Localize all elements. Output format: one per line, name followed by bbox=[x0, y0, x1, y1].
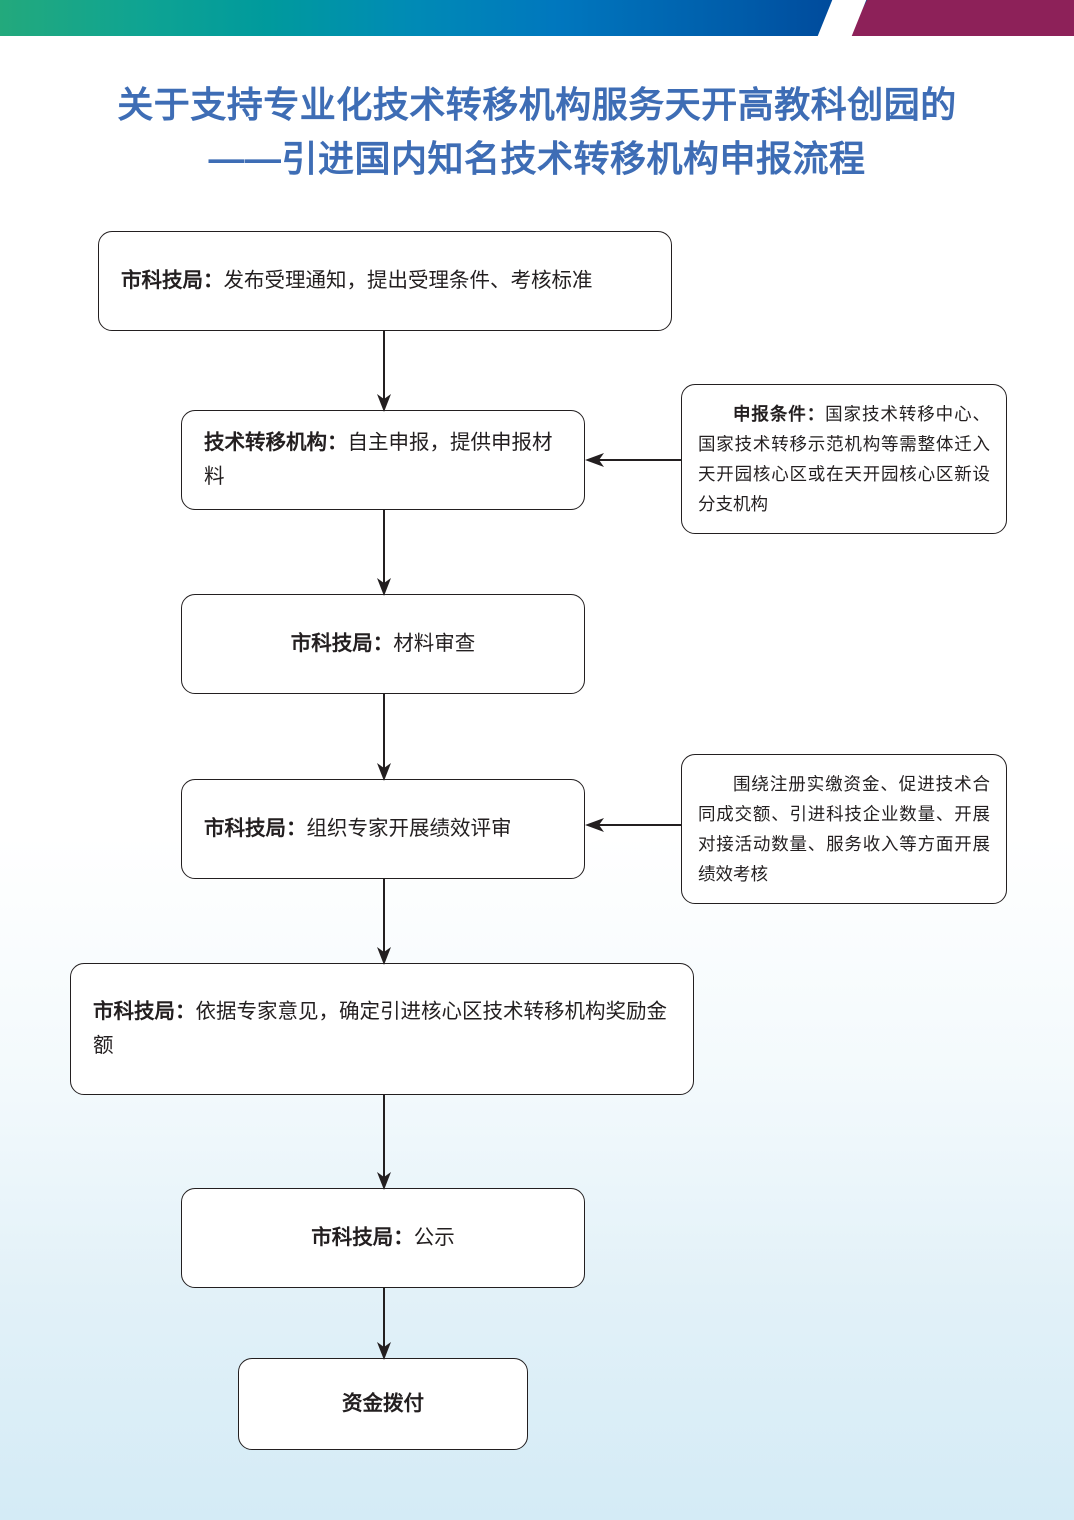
flow-node-n6-lead: 市科技局： bbox=[311, 1226, 414, 1249]
flow-node-n2[interactable]: 技术转移机构：自主申报，提供申报材料 bbox=[181, 410, 585, 510]
edge-n4-n5 bbox=[377, 879, 391, 965]
flow-node-n4-lead: 市科技局： bbox=[204, 817, 307, 840]
side-note-note2-body: 围绕注册实缴资金、促进技术合同成交额、引进科技企业数量、开展对接活动数量、服务收… bbox=[698, 774, 990, 884]
flow-node-n7-text: 资金拨付 bbox=[239, 1387, 527, 1421]
header-decorative-band bbox=[0, 0, 1074, 36]
flow-node-n6[interactable]: 市科技局：公示 bbox=[181, 1188, 585, 1288]
flow-node-n5-lead: 市科技局： bbox=[93, 1000, 196, 1023]
flow-node-n3-body: 材料审查 bbox=[393, 632, 476, 655]
edge-note2-n4 bbox=[585, 818, 681, 832]
side-note-note2-text: 围绕注册实缴资金、促进技术合同成交额、引进科技企业数量、开展对接活动数量、服务收… bbox=[682, 769, 1006, 889]
edge-n2-n3 bbox=[377, 510, 391, 596]
flow-node-n6-text: 市科技局：公示 bbox=[182, 1221, 584, 1255]
flow-node-n2-body: 自主申报，提供申报材料 bbox=[204, 431, 553, 488]
flow-node-n4[interactable]: 市科技局：组织专家开展绩效评审 bbox=[181, 779, 585, 879]
flow-node-n1[interactable]: 市科技局：发布受理通知，提出受理条件、考核标准 bbox=[98, 231, 672, 331]
page-title: 关于支持专业化技术转移机构服务天开高教科创园的 ——引进国内知名技术转移机构申报… bbox=[0, 78, 1074, 186]
side-note-note1-text: 申报条件：国家技术转移中心、国家技术转移示范机构等需整体迁入天开园核心区或在天开… bbox=[682, 399, 1006, 519]
flow-node-n1-body: 发布受理通知，提出受理条件、考核标准 bbox=[223, 269, 593, 292]
side-note-note1[interactable]: 申报条件：国家技术转移中心、国家技术转移示范机构等需整体迁入天开园核心区或在天开… bbox=[681, 384, 1007, 534]
side-note-note1-lead: 申报条件： bbox=[733, 404, 826, 424]
flow-node-n3[interactable]: 市科技局：材料审查 bbox=[181, 594, 585, 694]
edge-n3-n4 bbox=[377, 694, 391, 781]
flow-node-n3-lead: 市科技局： bbox=[290, 632, 394, 655]
flow-node-n5-text: 市科技局：依据专家意见，确定引进核心区技术转移机构奖励金额 bbox=[71, 995, 693, 1063]
flow-node-n4-body: 组织专家开展绩效评审 bbox=[306, 817, 512, 840]
flow-node-n2-text: 技术转移机构：自主申报，提供申报材料 bbox=[182, 426, 584, 494]
flow-node-n5[interactable]: 市科技局：依据专家意见，确定引进核心区技术转移机构奖励金额 bbox=[70, 963, 694, 1095]
flow-node-n1-text: 市科技局：发布受理通知，提出受理条件、考核标准 bbox=[99, 264, 671, 298]
flow-node-n6-body: 公示 bbox=[413, 1226, 455, 1249]
edge-n1-n2 bbox=[377, 331, 391, 412]
page-title-line-1: 关于支持专业化技术转移机构服务天开高教科创园的 bbox=[117, 84, 957, 125]
edge-note1-n2 bbox=[585, 453, 681, 467]
flow-node-n4-text: 市科技局：组织专家开展绩效评审 bbox=[182, 812, 584, 846]
header-magenta-stripe bbox=[849, 0, 1074, 36]
side-note-note2[interactable]: 围绕注册实缴资金、促进技术合同成交额、引进科技企业数量、开展对接活动数量、服务收… bbox=[681, 754, 1007, 904]
side-note-note1-body: 国家技术转移中心、国家技术转移示范机构等需整体迁入天开园核心区或在天开园核心区新… bbox=[698, 404, 991, 514]
flow-node-n7-body: 资金拨付 bbox=[342, 1392, 424, 1415]
edge-n6-n7 bbox=[377, 1288, 391, 1360]
edge-n5-n6 bbox=[377, 1095, 391, 1190]
flow-node-n1-lead: 市科技局： bbox=[121, 269, 224, 292]
flow-node-n2-lead: 技术转移机构： bbox=[204, 431, 348, 454]
flow-node-n7[interactable]: 资金拨付 bbox=[238, 1358, 528, 1450]
flow-node-n3-text: 市科技局：材料审查 bbox=[182, 627, 584, 661]
page-title-line-2: ——引进国内知名技术转移机构申报流程 bbox=[208, 138, 866, 179]
flow-node-n5-body: 依据专家意见，确定引进核心区技术转移机构奖励金额 bbox=[93, 1000, 667, 1057]
